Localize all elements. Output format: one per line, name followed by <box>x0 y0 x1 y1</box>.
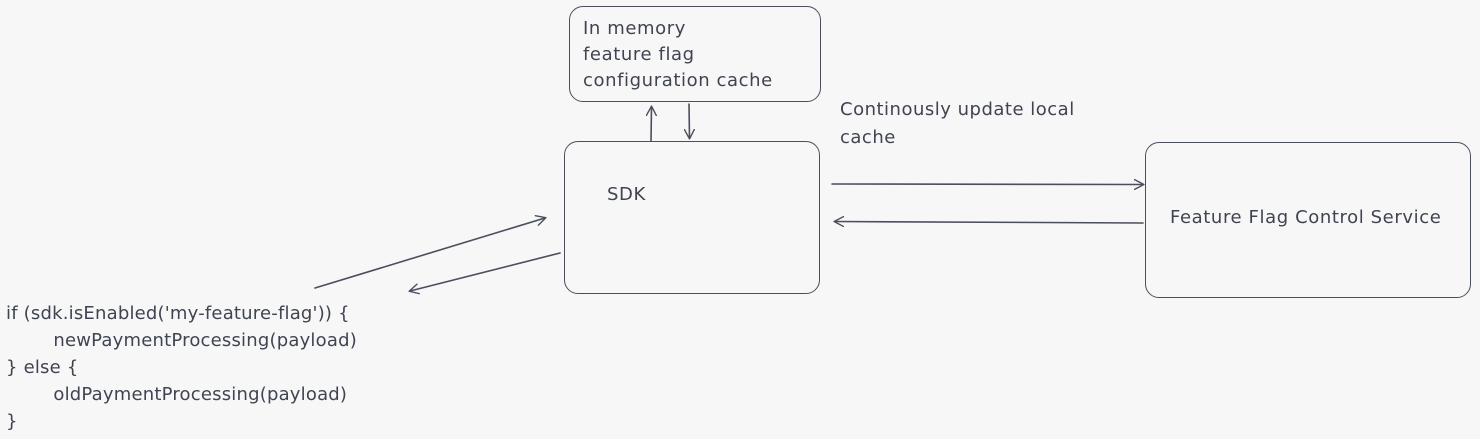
node-in-memory-cache-label: In memory feature flag configuration cac… <box>583 18 773 91</box>
node-feature-flag-control-service-label: Feature Flag Control Service <box>1170 207 1442 228</box>
edge-label-continously-update-local-cache: Continously update local cache <box>840 99 1075 148</box>
edge-code-to-sdk-arrow <box>314 218 545 289</box>
code-snippet-feature-flag-usage: if (sdk.isEnabled('my-feature-flag')) { … <box>6 303 357 432</box>
node-sdk[interactable] <box>564 141 820 294</box>
edge-sdk-to-service-arrow <box>831 184 1143 185</box>
edge-sdk-to-code-arrow <box>410 252 561 291</box>
edge-sdk-to-cache-arrow <box>651 107 652 142</box>
node-sdk-label: SDK <box>607 184 646 205</box>
node-feature-flag-control-service[interactable] <box>1145 142 1471 298</box>
node-in-memory-cache[interactable] <box>569 6 821 102</box>
edge-cache-to-sdk-arrow <box>689 103 690 138</box>
edge-service-to-sdk-arrow <box>835 222 1144 224</box>
